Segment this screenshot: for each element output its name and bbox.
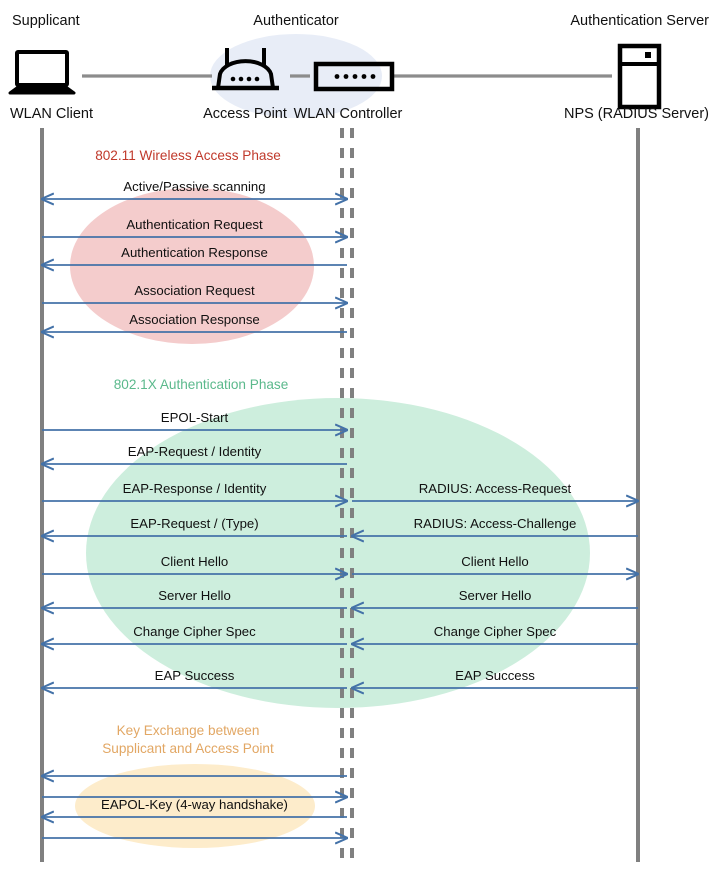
message-label-left-0: Active/Passive scanning	[123, 179, 266, 194]
message-label-left-15: EAPOL-Key (4-way handshake)	[101, 797, 288, 812]
access-point-icon	[212, 48, 279, 91]
phase-region-phase-80211	[70, 188, 314, 344]
message-label-left-6: EAP-Request / Identity	[127, 444, 262, 459]
message-label-left-11: Change Cipher Spec	[133, 624, 256, 639]
message-label-right-0: RADIUS: Access-Request	[418, 481, 572, 496]
message-label-right-2: Client Hello	[461, 554, 529, 569]
actor-device-access-point: Access Point	[203, 106, 287, 122]
message-label-left-2: Authentication Response	[121, 245, 268, 260]
message-label-left-8: EAP-Request / (Type)	[130, 516, 259, 531]
message-label-left-1: Authentication Request	[126, 217, 263, 232]
switch-icon	[313, 61, 395, 92]
phase-region-phase-8021x	[86, 398, 590, 708]
actor-role-auth-server: Authentication Server	[570, 13, 709, 29]
message-label-left-4: Association Response	[129, 312, 260, 327]
actor-device-auth-server: NPS (RADIUS Server)	[563, 106, 709, 122]
message-label-left-10: Server Hello	[158, 588, 231, 603]
laptop-icon	[8, 50, 76, 95]
message-label-left-9: Client Hello	[160, 554, 229, 569]
message-label-left-5: EPOL-Start	[160, 410, 229, 425]
actor-device-wlan-controller: WLAN Controller	[293, 106, 403, 122]
message-label-right-4: Change Cipher Spec	[433, 624, 557, 639]
phase-label-phase-80211: 802.11 Wireless Access Phase	[95, 148, 281, 163]
message-label-right-1: RADIUS: Access-Challenge	[413, 516, 577, 531]
phase-ellipse-group	[70, 188, 590, 848]
message-arrows-left	[42, 199, 347, 838]
message-label-right-3: Server Hello	[458, 588, 532, 603]
message-label-left-3: Association Request	[134, 283, 255, 298]
phase-region-phase-key-exchange	[75, 764, 315, 848]
message-label-left-7: EAP-Response / Identity	[122, 481, 267, 496]
actor-role-access-point: Authenticator	[253, 13, 339, 29]
message-label-right-5: EAP Success	[455, 668, 535, 683]
message-arrows-right	[352, 501, 638, 688]
server-icon	[617, 43, 662, 110]
actor-role-supplicant: Supplicant	[12, 13, 80, 29]
phase-label-phase-8021x: 802.1X Authentication Phase	[113, 377, 289, 392]
actor-device-supplicant: WLAN Client	[10, 106, 93, 122]
message-label-left-12: EAP Success	[154, 668, 235, 683]
